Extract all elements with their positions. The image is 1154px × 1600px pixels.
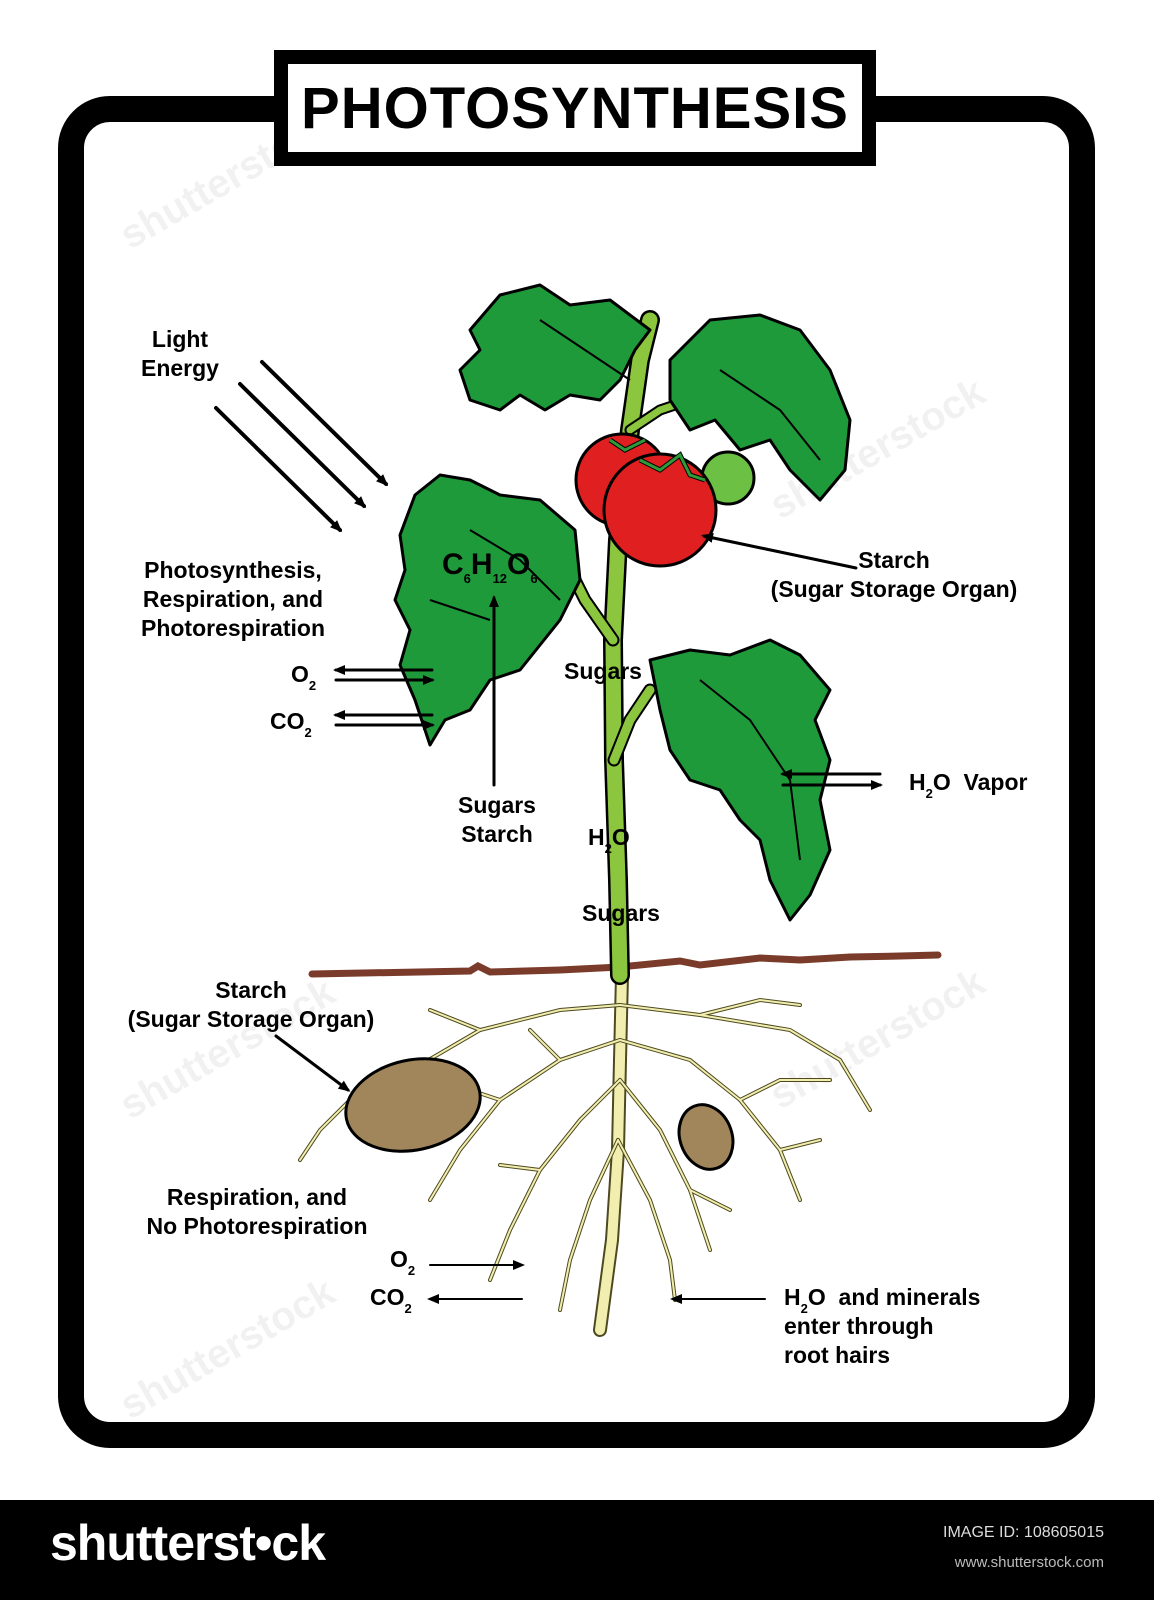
image-id-text: IMAGE ID: 108605015 (943, 1524, 1104, 1541)
plant-stem (563, 310, 696, 985)
root-hairs-line-1: H2O and minerals (784, 1284, 980, 1316)
stem-water-label: H2O (588, 824, 630, 856)
fruit-starch-arrow (701, 532, 858, 570)
stem-sugars-bottom-label: Sugars (582, 900, 660, 926)
plant-leaves (393, 283, 852, 922)
root-system (298, 968, 872, 1337)
title-banner: PHOTOSYNTHESIS (274, 50, 876, 166)
root-processes-line-2: No Photorespiration (146, 1213, 367, 1239)
diagram-arrows (214, 360, 883, 1304)
light-energy-line-1: Light (152, 326, 209, 352)
stem-sugars-top-label: Sugars (564, 658, 642, 684)
root-hairs-line-2: enter through (784, 1313, 934, 1339)
watermark-text-4: shutterstock (763, 959, 994, 1118)
leaf-top-right (668, 313, 852, 502)
root-co2-label: CO2 (370, 1284, 412, 1316)
watermark-text-5: shutterstock (113, 1269, 344, 1428)
leaf-right-lower (648, 638, 832, 922)
tomato-front (602, 452, 718, 568)
light-energy-line-2: Energy (141, 355, 219, 381)
tuber-starch-line-1: Starch (215, 977, 287, 1003)
leaf-veins (429, 319, 821, 861)
root-hairs-line-3: root hairs (784, 1342, 890, 1368)
leaf-o2-label: O2 (291, 661, 316, 693)
tuber-starch-line-2: (Sugar Storage Organ) (128, 1006, 375, 1032)
leaf-processes-line-3: Photorespiration (141, 615, 325, 641)
leaf-co2-label: CO2 (270, 708, 312, 740)
title-banner-inner: PHOTOSYNTHESIS (288, 64, 862, 152)
leaf-processes-line-1: Photosynthesis, (144, 557, 322, 583)
root-o2-label: O2 (390, 1246, 415, 1278)
root-processes-line-1: Respiration, and (167, 1184, 347, 1210)
tuber-large (344, 1057, 482, 1153)
leaf-starch-label: Starch (461, 821, 533, 847)
water-vapor-label: H2O Vapor (909, 769, 1027, 801)
brand-logo: shutterst•ck (50, 1515, 326, 1571)
diagram-canvas: shutterstock shutterstock shutterstock s… (58, 50, 1095, 1448)
tomato-fruits (574, 432, 756, 568)
light-ray-2 (238, 382, 367, 509)
light-ray-1 (260, 360, 389, 487)
leaf-processes-line-2: Respiration, and (143, 586, 323, 612)
leaf-top-left (458, 283, 652, 412)
source-url-text: www.shutterstock.com (954, 1554, 1104, 1571)
diagram-labels: Light Energy Photosynthesis, Respiration… (128, 326, 1028, 1368)
tuber-small (677, 1103, 735, 1171)
fruit-starch-line-1: Starch (858, 547, 930, 573)
tuber-starch-arrow (274, 1034, 351, 1092)
leaf-sugars-label: Sugars (458, 792, 536, 818)
leaf-middle-left (393, 473, 582, 747)
fruit-starch-line-2: (Sugar Storage Organ) (771, 576, 1018, 602)
soil-line (308, 951, 942, 978)
page-title: PHOTOSYNTHESIS (301, 75, 849, 141)
stock-footer: shutterst•ck IMAGE ID: 108605015 www.shu… (0, 1500, 1154, 1600)
glucose-formula: C6H12O6 (442, 548, 538, 586)
photosynthesis-diagram: shutterstock shutterstock shutterstock s… (113, 99, 1028, 1428)
light-ray-3 (214, 406, 343, 533)
